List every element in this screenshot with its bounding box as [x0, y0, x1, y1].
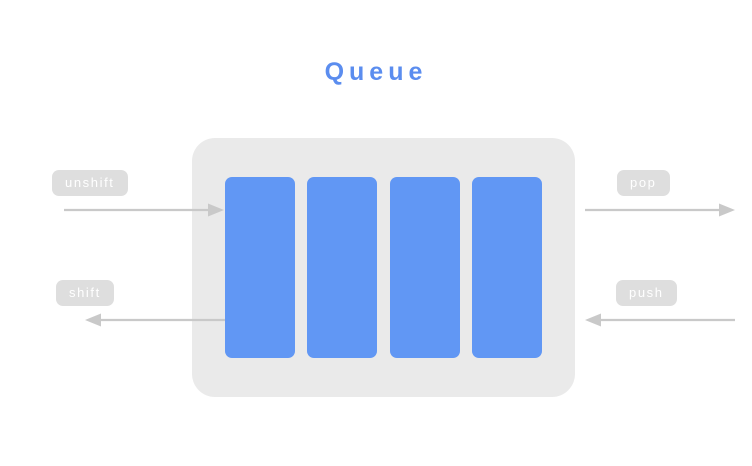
- queue-element-list: [225, 177, 542, 358]
- operation-pop: pop: [580, 170, 752, 226]
- arrow-right-icon: [585, 203, 735, 217]
- operation-shift: shift: [40, 280, 225, 336]
- queue-element: [471, 177, 542, 358]
- page-title: Queue: [324, 58, 428, 86]
- shift-label: shift: [56, 280, 114, 306]
- operation-push: push: [580, 280, 752, 336]
- arrow-left-icon: [85, 313, 225, 327]
- arrow-right-icon: [64, 203, 224, 217]
- operation-unshift: unshift: [40, 170, 224, 226]
- queue-element: [225, 177, 295, 358]
- queue-element: [389, 177, 460, 358]
- push-label: push: [616, 280, 677, 306]
- arrow-left-icon: [585, 313, 735, 327]
- pop-label: pop: [617, 170, 670, 196]
- unshift-label: unshift: [52, 170, 128, 196]
- queue-element: [307, 177, 378, 358]
